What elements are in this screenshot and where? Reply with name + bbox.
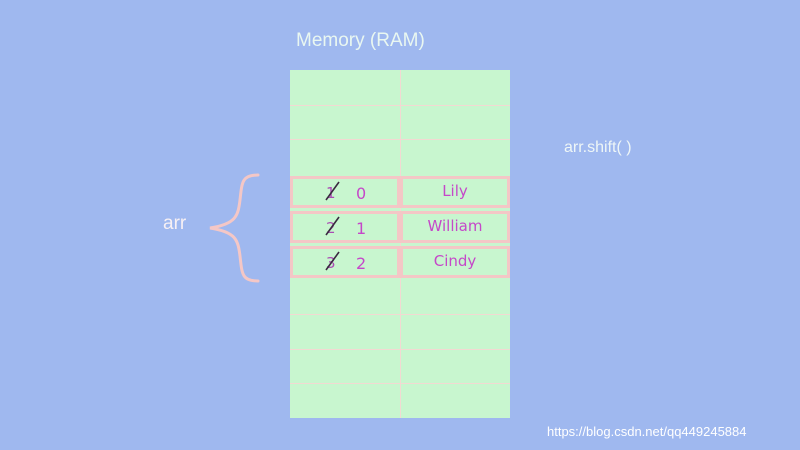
new-index: 0 xyxy=(356,184,367,203)
method-call-label: arr.shift( ) xyxy=(564,139,632,156)
memory-block: 1 0 Lily 2 1 William 3 2 Cindy xyxy=(290,70,510,418)
array-label: arr xyxy=(163,213,187,234)
array-index-cell: 2 1 xyxy=(290,211,400,243)
curly-brace-icon xyxy=(209,173,260,283)
memory-column-divider xyxy=(400,70,401,418)
new-index: 1 xyxy=(356,219,367,238)
strikethrough-mark xyxy=(325,251,340,271)
memory-row-divider xyxy=(290,349,510,350)
new-index: 2 xyxy=(356,254,367,273)
array-value-cell: Lily xyxy=(400,176,510,208)
memory-row-divider xyxy=(290,105,510,106)
array-value-cell: William xyxy=(400,211,510,243)
memory-row-divider xyxy=(290,383,510,384)
memory-row-divider xyxy=(290,139,510,140)
array-value-cell: Cindy xyxy=(400,246,510,278)
memory-title: Memory (RAM) xyxy=(296,30,425,51)
watermark-url: https://blog.csdn.net/qq449245884 xyxy=(547,424,747,439)
array-index-cell: 3 2 xyxy=(290,246,400,278)
array-index-cell: 1 0 xyxy=(290,176,400,208)
strikethrough-mark xyxy=(325,181,340,201)
strikethrough-mark xyxy=(325,216,340,236)
memory-row-divider xyxy=(290,314,510,315)
